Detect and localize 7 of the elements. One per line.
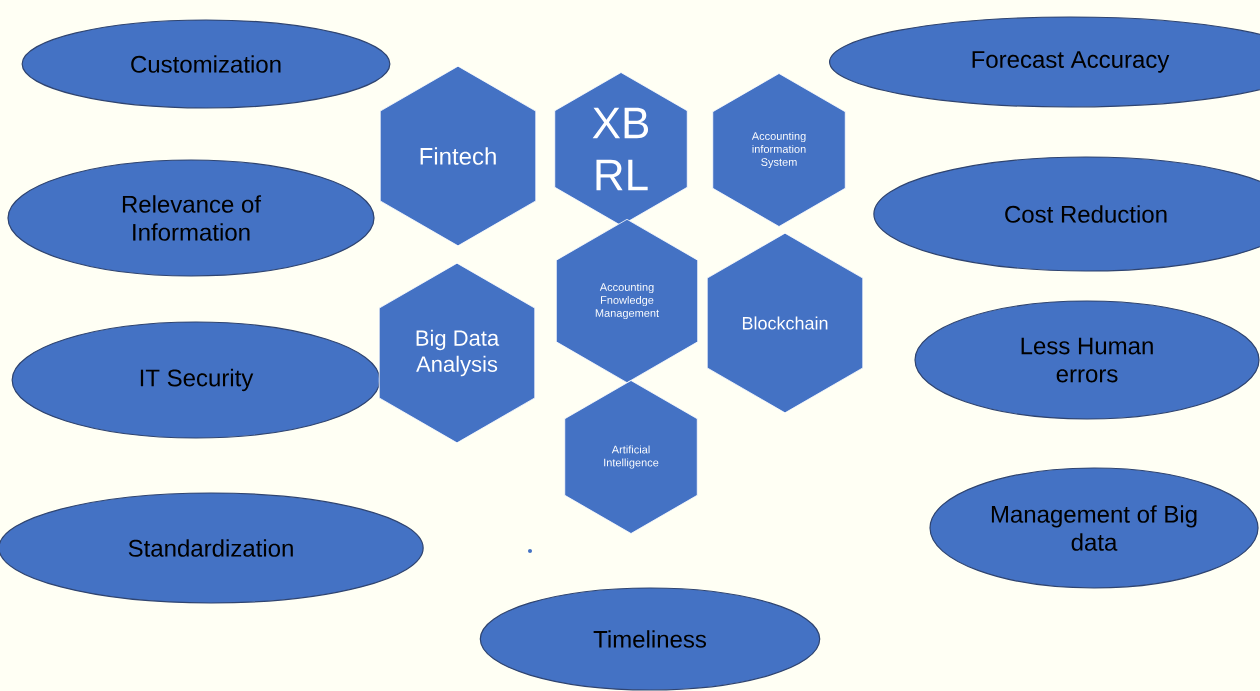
hexagon: XB RL bbox=[554, 72, 688, 226]
hexagon: Artificial Intelligence bbox=[564, 380, 698, 534]
hexagon: Blockchain bbox=[706, 232, 864, 414]
hexagon: Accounting Fnowledge Management bbox=[555, 218, 699, 384]
hexagon: Big Data Analysis bbox=[378, 262, 536, 444]
hexagon: Fintech bbox=[379, 65, 537, 247]
hexagon: Accounting information System bbox=[712, 73, 846, 227]
